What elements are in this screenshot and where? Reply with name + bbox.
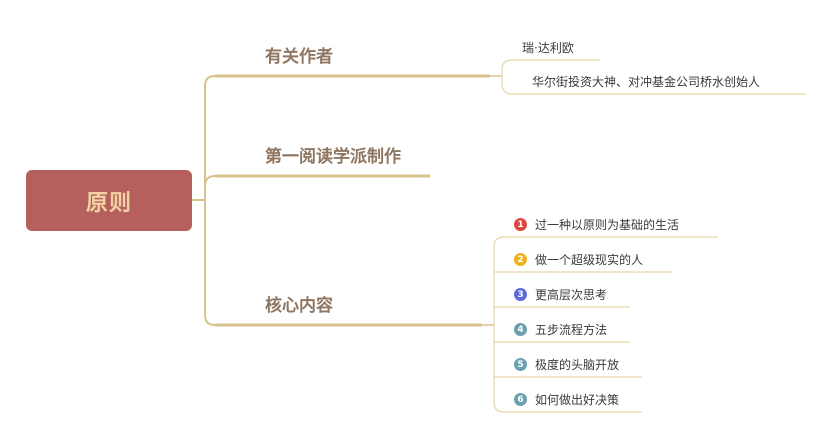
leaf-core-5[interactable]: 5 极度的头脑开放 xyxy=(514,356,619,373)
leaf-core-6[interactable]: 6 如何做出好决策 xyxy=(514,391,619,408)
leaf-label: 更高层次思考 xyxy=(535,288,608,302)
leaf-core-1[interactable]: 1 过一种以原则为基础的生活 xyxy=(514,216,679,233)
branch-label: 核心内容 xyxy=(265,296,333,316)
number-5-icon: 5 xyxy=(514,358,527,371)
branch2-elbow xyxy=(204,175,216,187)
number-2-icon: 2 xyxy=(514,253,527,266)
number-4-icon: 4 xyxy=(514,323,527,336)
branch3-leaf-bracket xyxy=(493,236,505,413)
number-6-icon: 6 xyxy=(514,393,527,406)
leaf-label: 过一种以原则为基础的生活 xyxy=(535,218,680,232)
leaf-label: 五步流程方法 xyxy=(535,323,608,337)
number-3-icon: 3 xyxy=(514,288,527,301)
root-label: 原则 xyxy=(85,190,132,216)
leaf-core-3[interactable]: 3 更高层次思考 xyxy=(514,286,607,303)
leaf-label: 如何做出好决策 xyxy=(535,393,620,407)
trunk-line xyxy=(204,75,216,326)
leaf-author-title[interactable]: 华尔街投资大神、对冲基金公司桥水创始人 xyxy=(532,73,760,90)
branch1-leaf-bracket xyxy=(501,59,513,95)
leaf-core-4[interactable]: 4 五步流程方法 xyxy=(514,321,607,338)
number-1-icon: 1 xyxy=(514,218,527,231)
branch-node-author[interactable]: 有关作者 xyxy=(265,42,333,67)
leaf-label: 华尔街投资大神、对冲基金公司桥水创始人 xyxy=(532,75,761,89)
leaf-core-2[interactable]: 2 做一个超级现实的人 xyxy=(514,251,643,268)
leaf-label: 极度的头脑开放 xyxy=(535,358,620,372)
leaf-label: 做一个超级现实的人 xyxy=(535,253,644,267)
branch-label: 第一阅读学派制作 xyxy=(265,147,401,167)
branch-node-core[interactable]: 核心内容 xyxy=(265,291,333,316)
leaf-label: 瑞·达利欧 xyxy=(522,41,574,55)
root-node[interactable]: 原则 xyxy=(26,170,192,231)
branch-label: 有关作者 xyxy=(265,47,333,67)
branch-node-producer[interactable]: 第一阅读学派制作 xyxy=(265,142,401,167)
leaf-author-name[interactable]: 瑞·达利欧 xyxy=(522,39,574,56)
